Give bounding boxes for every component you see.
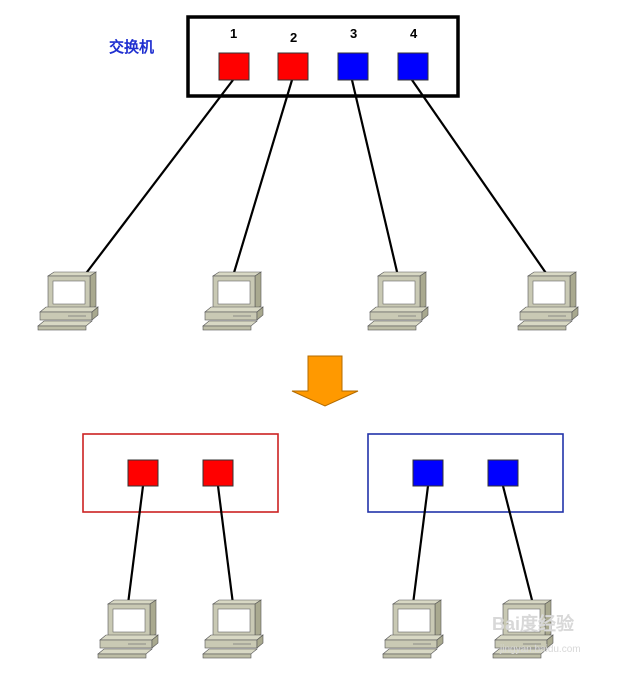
computer-4	[517, 271, 579, 331]
switch-label: 交换机	[109, 38, 155, 56]
port-number-4: 4	[410, 26, 418, 41]
watermark: Bai度经验	[492, 614, 575, 634]
cable-4	[411, 79, 549, 277]
switch-port-2	[277, 52, 309, 81]
switch-port-3	[337, 52, 369, 81]
vlan-computer-1	[97, 599, 159, 659]
vlan-computer-2	[202, 599, 264, 659]
computer-3	[367, 271, 429, 331]
port-number-2: 2	[290, 30, 298, 45]
down-arrow	[291, 355, 359, 407]
vlan-blue-box	[367, 433, 564, 513]
switch-box	[186, 15, 460, 98]
vlan-port-4	[487, 459, 519, 487]
vlan-port-3	[412, 459, 444, 487]
vlan-port-2	[202, 459, 234, 487]
cable-2	[231, 79, 294, 277]
vlan-computer-3	[382, 599, 444, 659]
port-number-1: 1	[230, 26, 238, 41]
cable-3	[350, 79, 400, 277]
computer-2	[202, 271, 264, 331]
vlan-cable-2	[216, 485, 235, 605]
vlan-cable-3	[411, 485, 430, 605]
switch-port-4	[397, 52, 429, 81]
vlan-port-1	[127, 459, 159, 487]
cable-1	[83, 79, 234, 277]
vlan-red-box	[82, 433, 279, 513]
computer-1	[37, 271, 99, 331]
switch-port-1	[218, 52, 250, 81]
vlan-cable-4	[501, 485, 535, 605]
vlan-cable-1	[126, 485, 145, 605]
watermark-url: jingyan.baidu.com	[500, 644, 581, 655]
port-number-3: 3	[350, 26, 358, 41]
